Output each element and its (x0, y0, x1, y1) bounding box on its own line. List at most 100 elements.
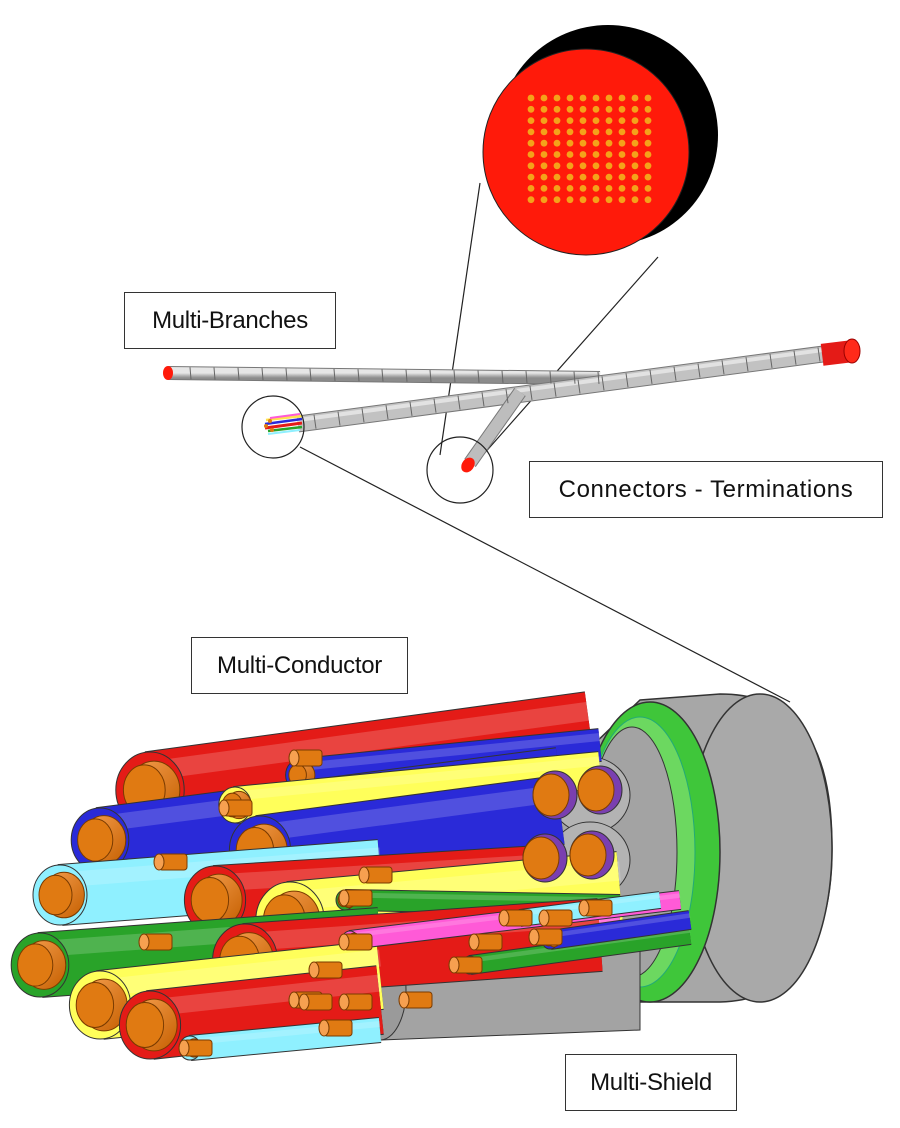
connector-pin (579, 162, 587, 170)
connector-pin (644, 117, 652, 124)
connector-pin (540, 173, 548, 181)
connector-pin (631, 139, 639, 147)
connector-pin (592, 151, 600, 158)
connector-pin (566, 105, 574, 113)
connector-pin (527, 196, 535, 204)
connector-pin (527, 128, 535, 136)
connector-pin (553, 173, 561, 181)
connector-pin (592, 173, 600, 181)
callout-circle-connector (426, 436, 494, 504)
connector-pin (553, 185, 561, 192)
connector-pin (618, 139, 626, 147)
connector-pin (527, 162, 535, 170)
connector-pin (566, 128, 574, 136)
connector-pin (644, 151, 652, 158)
conductor-stub (498, 909, 533, 927)
connector-pin (618, 117, 626, 124)
trunk-wire-bundle (264, 413, 303, 435)
connector-pin (566, 185, 574, 192)
connector-pin (553, 94, 561, 102)
connector-pin (540, 151, 548, 158)
connector-pin (592, 162, 600, 170)
label-multi-conductor: Multi-Conductor (191, 637, 408, 694)
connector-pin (592, 94, 600, 102)
connector-pin (592, 185, 600, 192)
connector-pin (553, 196, 561, 204)
connector-pin (579, 117, 587, 124)
connector-pin (553, 128, 561, 136)
label-multi-shield: Multi-Shield (565, 1054, 737, 1111)
label-multi-branches: Multi-Branches (124, 292, 336, 349)
connector-pin (605, 94, 613, 102)
connector-face (482, 48, 690, 256)
connector-pin (527, 94, 535, 102)
connector-pin (579, 151, 587, 158)
connector-pin (631, 185, 639, 192)
connector-pin (605, 185, 613, 192)
conductor-stub (318, 1019, 353, 1037)
conductor-stub (578, 899, 613, 917)
connector-pin (579, 128, 587, 136)
conductor-stub (468, 933, 503, 951)
connector-pin (527, 139, 535, 147)
connector-pin (644, 128, 652, 136)
shielded-pair-conductor (569, 830, 615, 880)
connector-pin (644, 173, 652, 181)
connector-pin (631, 196, 639, 204)
connector-pin (579, 105, 587, 113)
conductor-stub (338, 993, 373, 1011)
connector-pin (605, 196, 613, 204)
conductor-stub (528, 928, 563, 946)
conductor-stub (138, 933, 173, 951)
connector-pin (644, 196, 652, 204)
connector-pin (605, 105, 613, 113)
connector-pin (644, 94, 652, 102)
connector-pin (631, 128, 639, 136)
connector-pin (579, 94, 587, 102)
connector-pin (553, 151, 561, 158)
shielded-pair-conductor (522, 833, 568, 883)
connector-pin (644, 105, 652, 113)
connector-pin (605, 173, 613, 181)
connector-pin (605, 128, 613, 136)
connector-pin (631, 151, 639, 158)
connector-pin (527, 151, 535, 158)
connector-pin (540, 105, 548, 113)
connector-pin (553, 139, 561, 147)
connector-pin (566, 162, 574, 170)
connector-pin (605, 151, 613, 158)
label-connectors-terminations: Connectors - Terminations (529, 461, 883, 518)
connector-pin (592, 117, 600, 124)
connector-pin (618, 173, 626, 181)
connector-pin (527, 173, 535, 181)
connector-pin (540, 196, 548, 204)
conductor-stub (218, 799, 253, 817)
connector-pin (644, 162, 652, 170)
connector-pin (618, 128, 626, 136)
down-branch-end-cap (461, 457, 475, 473)
connector-pin (553, 105, 561, 113)
conductor-stub (288, 749, 323, 767)
connector-zoom (439, 25, 718, 457)
conductor-stub (178, 1039, 213, 1057)
connector-pin (579, 173, 587, 181)
shielded-pair-conductor (532, 770, 578, 820)
connector-pin (566, 196, 574, 204)
connector-pin (644, 185, 652, 192)
connector-pin (579, 139, 587, 147)
connector-pin (631, 105, 639, 113)
connector-pin (592, 139, 600, 147)
connector-pin (540, 117, 548, 124)
connector-pin (592, 128, 600, 136)
conductor-stub (398, 991, 433, 1009)
connector-pin (618, 185, 626, 192)
connector-pin (605, 162, 613, 170)
connector-pin (618, 105, 626, 113)
connector-pin (553, 162, 561, 170)
connector-pin (566, 173, 574, 181)
connector-pin (631, 173, 639, 181)
conductor-stub (338, 933, 373, 951)
connector-pin (566, 117, 574, 124)
connector-pin (540, 94, 548, 102)
connector-pin (579, 196, 587, 204)
